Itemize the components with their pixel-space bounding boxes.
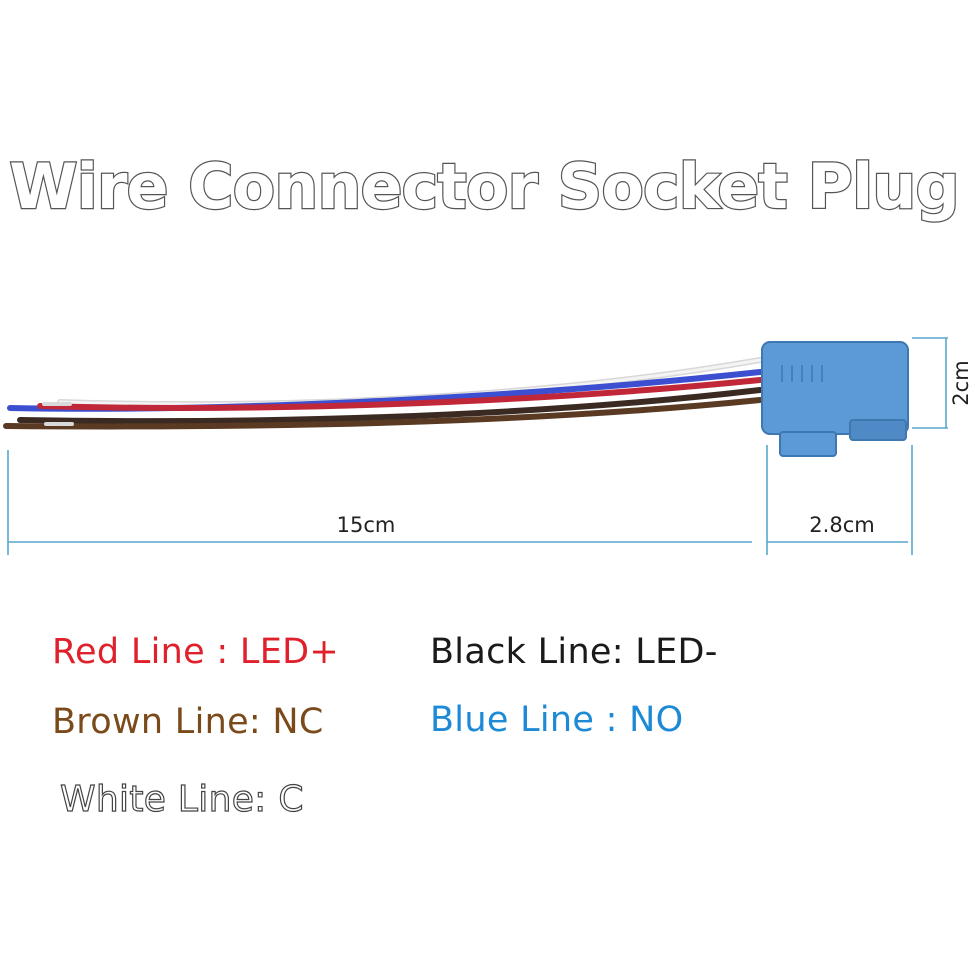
wire-length-label: 15cm (337, 513, 396, 537)
legend-black-line: Black Line: LED- (430, 632, 718, 672)
plug-height-label: 2cm (949, 360, 973, 405)
legend-blue-line: Blue Line : NO (430, 700, 684, 740)
wires (3, 357, 763, 430)
red-wire (37, 377, 763, 411)
legend-red-line: Red Line : LED+ (52, 632, 339, 672)
brown-wire (3, 397, 763, 430)
legend-brown-line: Brown Line: NC (52, 702, 324, 742)
wire-diagram: 15cm 2.8cm 2cm (3, 337, 973, 555)
socket-plug (761, 341, 909, 457)
plug-length-label: 2.8cm (809, 513, 874, 537)
legend-white-line: White Line: C (59, 779, 304, 820)
title-graphic: Wire Connector Socket Plug (8, 149, 961, 224)
page-title: Wire Connector Socket Plug (9, 150, 958, 223)
dimension-lines (7, 337, 948, 555)
black-wire (17, 387, 763, 425)
